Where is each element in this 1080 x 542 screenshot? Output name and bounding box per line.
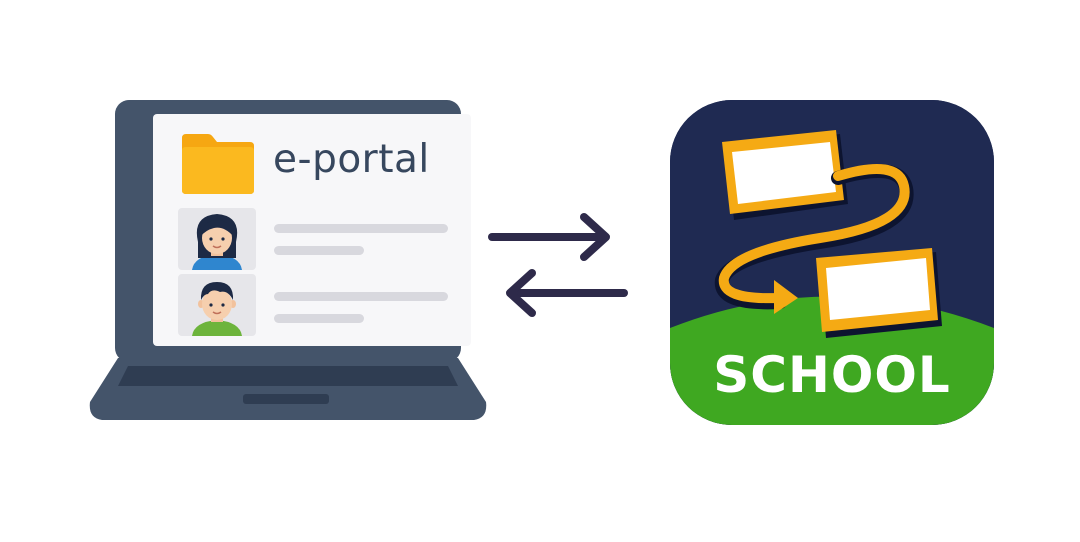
folder-icon (182, 134, 254, 194)
male-avatar-icon (192, 282, 242, 336)
school-app-artwork (670, 100, 994, 425)
path-arrowhead-icon (774, 280, 798, 314)
user-row-male (178, 274, 458, 336)
female-user-avatar (178, 208, 256, 270)
laptop-lid: e-portal (115, 100, 471, 362)
arrow-right-icon (488, 213, 610, 261)
text-line-placeholder (274, 224, 448, 233)
male-user-avatar (178, 274, 256, 336)
laptop-keyboard-base (89, 358, 487, 420)
bottom-card-icon (816, 248, 942, 338)
user-row-female (178, 208, 458, 270)
school-app-icon: SCHOOL (670, 100, 994, 425)
arrow-left-icon (506, 269, 628, 317)
text-line-placeholder (274, 292, 448, 301)
portal-title: e-portal (273, 137, 430, 182)
laptop-illustration: e-portal (88, 100, 488, 430)
text-line-placeholder (274, 314, 364, 323)
female-avatar-icon (192, 214, 242, 270)
school-label: SCHOOL (713, 346, 951, 404)
text-line-placeholder (274, 246, 364, 255)
sync-arrows (488, 213, 628, 317)
laptop-screen: e-portal (153, 114, 471, 346)
top-card-icon (722, 130, 848, 220)
